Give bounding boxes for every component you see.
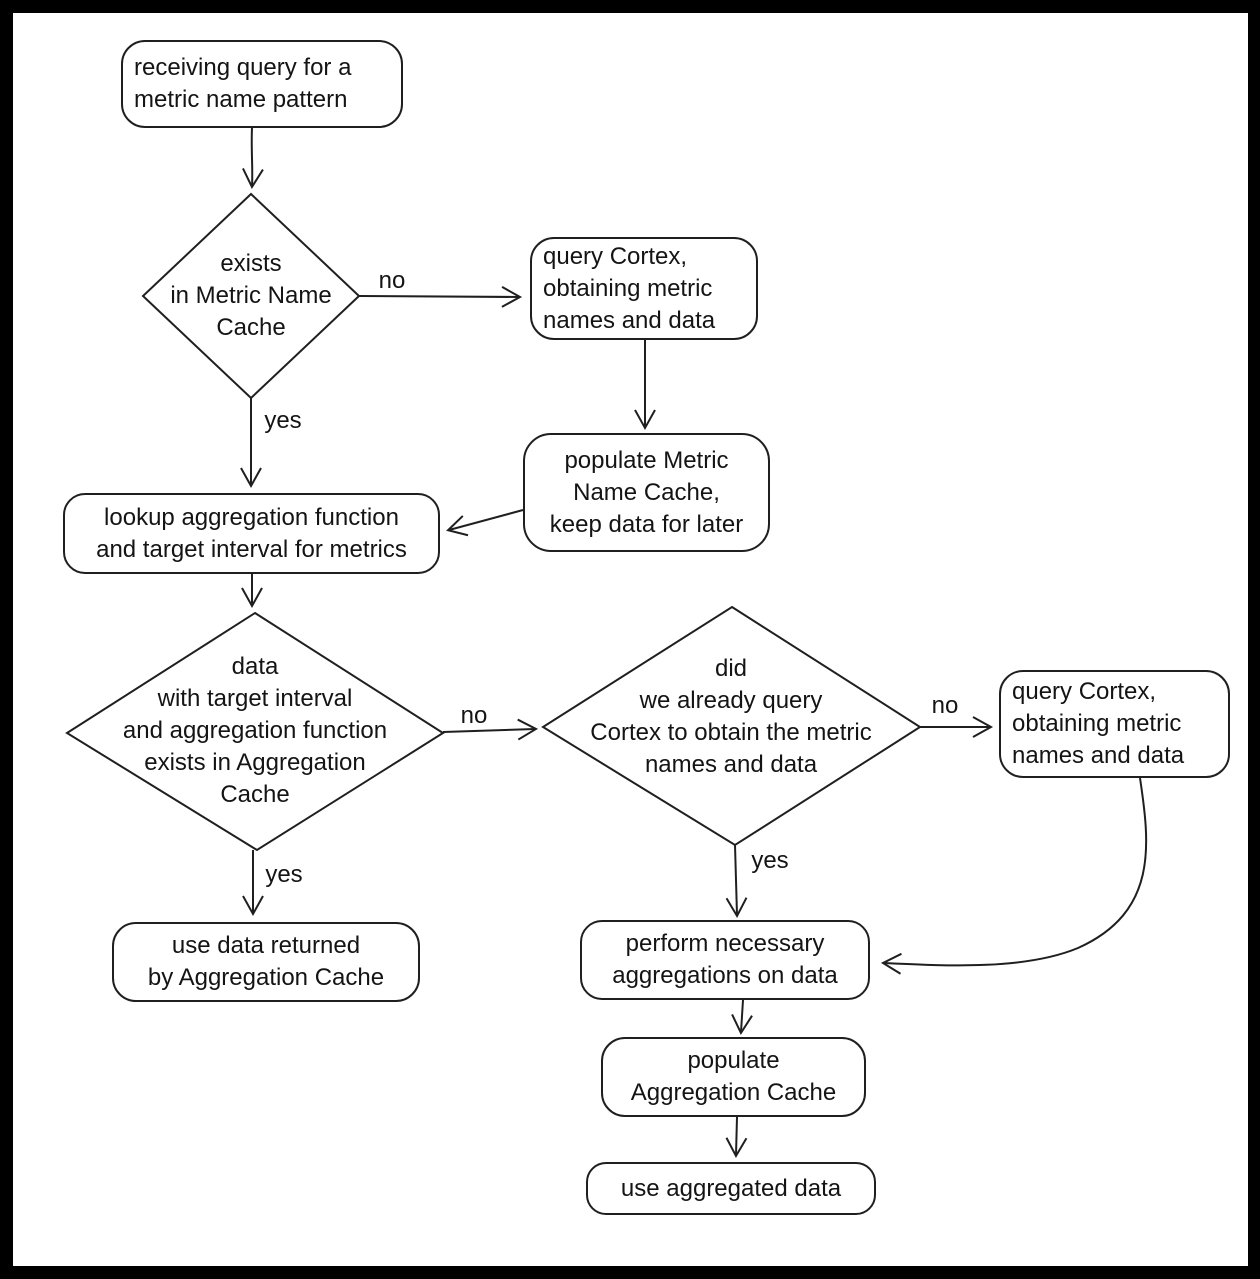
node-receiving-query: receiving query for a metric name patter… xyxy=(121,40,403,128)
node-use-aggregation-cache-data: use data returned by Aggregation Cache xyxy=(112,922,420,1002)
decision-label-already-queried-cortex: did we already query Cortex to obtain th… xyxy=(590,655,872,778)
arrow-already-queried-yes-to-perform xyxy=(725,844,748,919)
decision-exists-in-metric-name-cache xyxy=(141,192,361,400)
node-query-cortex-2: query Cortex, obtaining metric names and… xyxy=(999,670,1230,778)
node-perform-aggregations: perform necessary aggregations on data xyxy=(580,920,870,1000)
decision-label-data-exists-in-aggregation-cache: data with target interval and aggregatio… xyxy=(122,653,388,808)
arrow-start-to-exists-check xyxy=(242,127,264,190)
edge-label-no-exists-check: no xyxy=(378,267,406,294)
arrow-populate-cache-to-lookup xyxy=(446,509,524,537)
edge-label-yes-aggregation-check: yes xyxy=(265,861,303,888)
arrow-perform-to-populate-aggregation-cache xyxy=(731,999,753,1036)
decision-data-exists-in-aggregation-cache xyxy=(65,611,445,852)
node-query-cortex-1: query Cortex, obtaining metric names and… xyxy=(530,237,758,340)
edge-label-no-already-queried: no xyxy=(931,692,959,719)
node-lookup-aggregation: lookup aggregation function and target i… xyxy=(63,493,440,574)
node-use-aggregated-data: use aggregated data xyxy=(586,1162,876,1215)
node-populate-aggregation-cache: populate Aggregation Cache xyxy=(601,1037,866,1117)
arrow-populate-aggregation-to-use-aggregated xyxy=(725,1116,748,1159)
edge-label-yes-exists-check: yes xyxy=(264,407,302,434)
edge-label-no-aggregation-check: no xyxy=(460,702,488,729)
node-populate-metric-name-cache: populate Metric Name Cache, keep data fo… xyxy=(523,433,770,552)
arrow-exists-no-to-query-cortex-1 xyxy=(358,286,523,308)
edge-label-yes-already-queried: yes xyxy=(751,847,789,874)
decision-already-queried-cortex xyxy=(541,605,922,847)
arrow-aggregation-no-to-already-queried xyxy=(442,718,539,741)
arrow-query-cortex-2-to-perform xyxy=(880,777,1148,975)
decision-label-exists-in-metric-name-cache: exists in Metric Name Cache xyxy=(170,250,332,341)
